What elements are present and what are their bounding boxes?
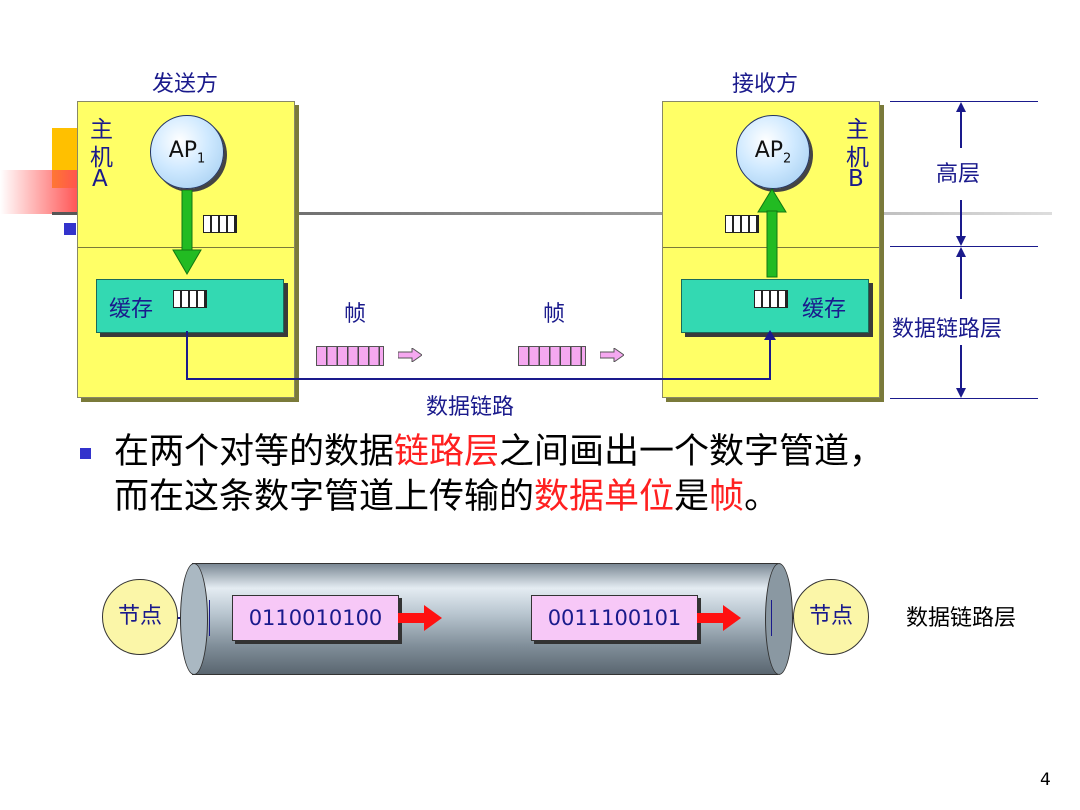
host-b-buffer-register-icon bbox=[754, 290, 788, 308]
pipe-right-end bbox=[765, 563, 793, 675]
page-number: 4 bbox=[1040, 770, 1051, 790]
bullet-square bbox=[80, 448, 91, 459]
ap2-label: AP bbox=[754, 138, 784, 163]
ap2-circle: AP2 bbox=[736, 115, 810, 189]
ap1-circle: AP1 bbox=[150, 115, 224, 189]
node-right: 节点 bbox=[793, 579, 869, 655]
pipe-inner-right-line bbox=[771, 600, 772, 636]
scale-bottom bbox=[890, 398, 1038, 399]
data-link-label: 数据链路 bbox=[426, 395, 515, 420]
host-b-label-3: B bbox=[848, 166, 864, 192]
bullet-line-2-text-a: 而在这条数字管道上传输的 bbox=[114, 477, 535, 517]
frame-label-2: 帧 bbox=[543, 302, 566, 327]
high-layer-span-icon bbox=[956, 102, 966, 246]
frame-arrow-icon-1 bbox=[398, 348, 422, 362]
pipe-layer-label: 数据链路层 bbox=[906, 606, 1017, 631]
frame-arrow-icon-2 bbox=[600, 348, 624, 362]
frame-icon-2 bbox=[518, 346, 586, 366]
host-a-label-3: A bbox=[92, 166, 108, 192]
host-a-label-2: 机 bbox=[90, 145, 113, 171]
dll-span-icon bbox=[956, 247, 966, 398]
host-a-buffer-label: 缓存 bbox=[109, 297, 154, 322]
host-a-buffer: 缓存 bbox=[96, 279, 284, 333]
link-line-bottom bbox=[186, 378, 771, 380]
scale-top bbox=[890, 101, 1038, 102]
host-b-buffer-label: 缓存 bbox=[802, 297, 847, 322]
bullet-line-1-text-b: 之间画出一个数字管道， bbox=[499, 432, 885, 472]
host-b-label-2: 机 bbox=[846, 145, 869, 171]
bit-frame-2: 0011100101 bbox=[531, 595, 698, 641]
pipe-inner-left-line bbox=[209, 600, 210, 636]
link-up-arrow-icon bbox=[764, 330, 776, 340]
host-a-buffer-register-icon bbox=[173, 290, 207, 308]
bit-frame-1: 0110010100 bbox=[232, 595, 399, 641]
host-b-label-1: 主 bbox=[846, 117, 869, 143]
title-rule bbox=[52, 212, 1052, 215]
bullet-line-1: 在两个对等的数据链路层之间画出一个数字管道， bbox=[114, 430, 884, 475]
host-a-label-1: 主 bbox=[90, 117, 113, 143]
host-b-buffer: 缓存 bbox=[681, 279, 869, 333]
host-a-upper-register-icon bbox=[203, 215, 237, 233]
red-arrow-icon-1 bbox=[398, 605, 442, 631]
host-b-upper-register-icon bbox=[725, 215, 759, 233]
up-arrow-icon bbox=[757, 188, 787, 278]
bullet-line-2: 而在这条数字管道上传输的数据单位是帧。 bbox=[114, 475, 779, 520]
bullet-line-1-highlight: 链路层 bbox=[394, 432, 500, 472]
high-layer-label: 高层 bbox=[936, 162, 981, 187]
dll-layer-label: 数据链路层 bbox=[892, 317, 1003, 342]
scale-mid bbox=[890, 246, 1038, 247]
link-line-right bbox=[769, 338, 771, 380]
bullet-line-2-text-b: 是 bbox=[674, 477, 710, 517]
ap1-subscript: 1 bbox=[197, 151, 206, 167]
node-left: 节点 bbox=[102, 579, 178, 655]
frame-icon-1 bbox=[316, 346, 384, 366]
down-arrow-icon bbox=[172, 190, 202, 275]
corner-decoration-blue bbox=[64, 223, 76, 235]
corner-decoration-red bbox=[0, 170, 80, 214]
bullet-line-1-text-a: 在两个对等的数据 bbox=[114, 432, 395, 472]
bullet-line-2-highlight-2: 帧 bbox=[709, 477, 745, 517]
bullet-line-2-highlight-1: 数据单位 bbox=[534, 477, 675, 517]
red-arrow-icon-2 bbox=[697, 605, 741, 631]
ap1-label: AP bbox=[168, 138, 198, 163]
ap2-subscript: 2 bbox=[783, 151, 792, 167]
receiver-label: 接收方 bbox=[732, 72, 799, 97]
frame-label-1: 帧 bbox=[344, 302, 367, 327]
sender-label: 发送方 bbox=[152, 72, 219, 97]
link-line-left bbox=[186, 331, 188, 379]
pipe-left-end bbox=[180, 563, 208, 675]
bullet-line-2-text-c: 。 bbox=[744, 477, 780, 517]
